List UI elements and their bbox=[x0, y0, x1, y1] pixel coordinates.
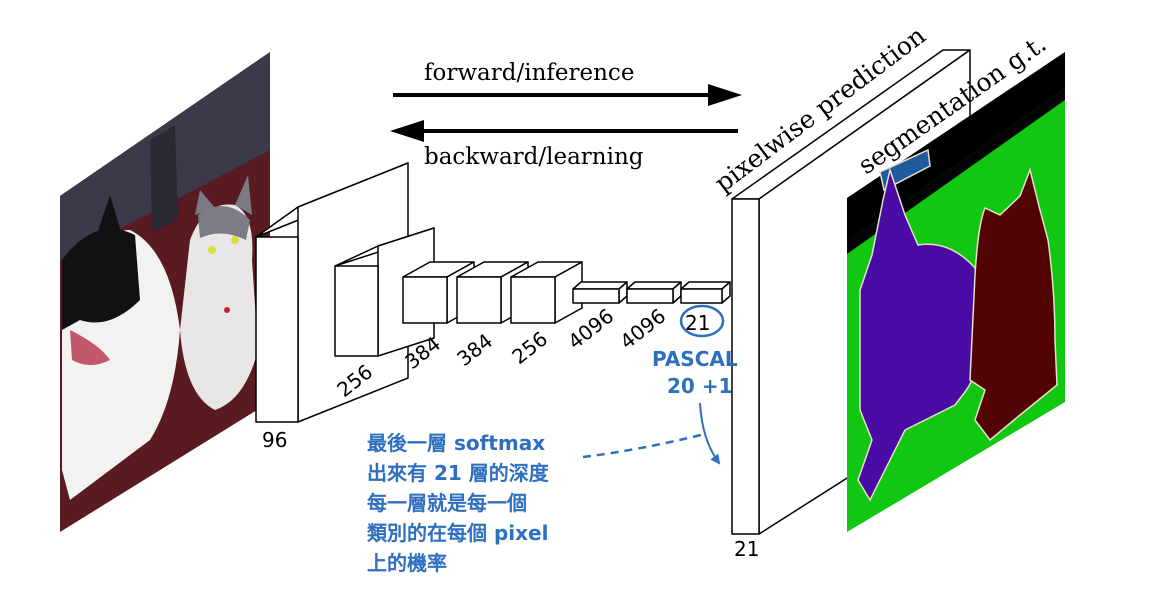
softmax-note-line: 類別的在每個 pixel bbox=[367, 521, 548, 545]
backward-arrow bbox=[390, 120, 738, 142]
softmax-note-line: 出來有 21 層的深度 bbox=[367, 461, 550, 485]
pascal-label: PASCAL bbox=[652, 347, 738, 371]
segmentation-gt-image bbox=[847, 52, 1065, 532]
layer-label-21: 21 bbox=[685, 311, 710, 335]
softmax-note-line: 上的機率 bbox=[367, 551, 447, 575]
layer-label-256-b: 256 bbox=[507, 327, 552, 369]
softmax-note: 最後一層 softmax 出來有 21 層的深度 每一層就是每一個 類別的在每個… bbox=[367, 431, 550, 575]
backward-label: backward/learning bbox=[424, 144, 644, 170]
layer-box-4096-a bbox=[572, 281, 628, 304]
softmax-note-line: 最後一層 softmax bbox=[367, 431, 545, 455]
layer-21-highlight bbox=[679, 304, 725, 338]
layer-box-256-b bbox=[510, 261, 583, 324]
pascal-classes-label: 20 +1 bbox=[667, 374, 732, 398]
output-depth-label: 21 bbox=[734, 537, 759, 561]
layer-box-4096-b bbox=[626, 281, 682, 304]
pascal-pointer-arrow bbox=[699, 402, 721, 465]
softmax-note-line: 每一層就是每一個 bbox=[367, 491, 527, 515]
layer-label-96: 96 bbox=[262, 428, 287, 452]
layer-label-384-b: 384 bbox=[452, 329, 497, 371]
forward-arrow bbox=[393, 84, 742, 106]
input-image bbox=[60, 52, 270, 532]
layer-box-21 bbox=[680, 281, 731, 304]
softmax-pointer-line bbox=[582, 432, 706, 459]
forward-label: forward/inference bbox=[424, 60, 634, 86]
